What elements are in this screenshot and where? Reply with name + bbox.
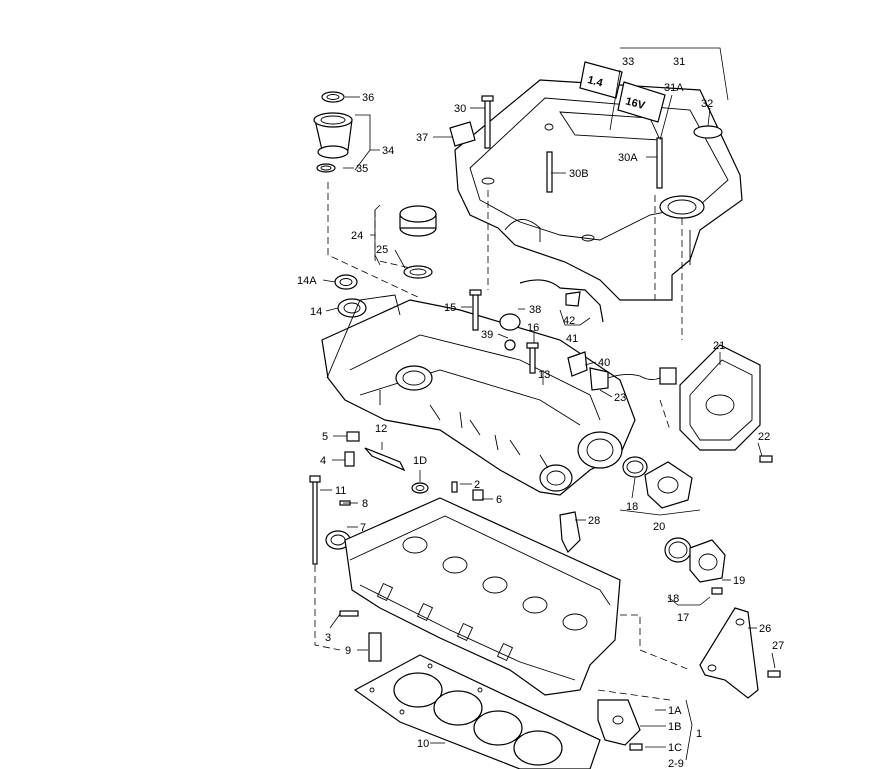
cylinder-head: [344, 497, 641, 746]
callout-33: 33: [622, 56, 634, 68]
cover-small-parts: [449, 95, 723, 193]
callout-24: 24: [351, 230, 363, 242]
callout-22: 22: [758, 431, 770, 443]
callout-6: 6: [496, 494, 502, 506]
oil-filler-cap: [399, 205, 437, 279]
callout-23: 23: [614, 392, 626, 404]
callout-30a: 30A: [618, 152, 638, 164]
callout-28: 28: [588, 515, 600, 527]
callout-20: 20: [653, 521, 665, 533]
cover-embossing-1-4: 1.4: [586, 74, 605, 90]
callout-8: 8: [362, 498, 368, 510]
callout-14a: 14A: [297, 275, 317, 287]
callout-38: 38: [529, 304, 541, 316]
callout-10: 10: [417, 738, 429, 750]
callout-13: 13: [538, 369, 550, 381]
callout-42: 42: [563, 315, 575, 327]
coolant-pipe-seals: [664, 537, 726, 595]
callout-35: 35: [356, 163, 368, 175]
callout-15: 15: [444, 302, 456, 314]
oil-filler-neck: [313, 91, 353, 173]
bracket-26: [699, 607, 781, 699]
callout-39: 39: [481, 329, 493, 341]
callout-1b: 1B: [668, 721, 681, 733]
callout-16: 16: [527, 322, 539, 334]
callout-11: 11: [335, 485, 346, 497]
callout-1d: 1D: [413, 455, 427, 467]
callout-1: 1: [696, 728, 702, 740]
callout-18-lower: 18: [667, 593, 679, 605]
callout-14: 14: [310, 306, 322, 318]
cover-embossing: 1.4 16V: [579, 61, 666, 123]
thermostat-housing-21: [679, 344, 761, 451]
callout-37: 37: [416, 132, 428, 144]
callout-26: 26: [759, 623, 771, 635]
sensor-and-wiring: [499, 279, 677, 391]
callout-27: 27: [772, 640, 784, 652]
camshaft-housing: [321, 294, 636, 496]
callout-18-upper: 18: [626, 501, 638, 513]
callout-9: 9: [345, 645, 351, 657]
callout-4: 4: [320, 455, 326, 467]
callout-25: 25: [376, 244, 388, 256]
callout-5: 5: [322, 431, 328, 443]
head-gasket: [353, 654, 601, 769]
callout-32: 32: [701, 98, 713, 110]
cover-embossing-16v: 16V: [624, 95, 647, 112]
callout-30b: 30B: [569, 168, 589, 180]
callout-31a: 31A: [664, 82, 684, 94]
callout-2-9: 2-9: [668, 758, 684, 769]
callout-17: 17: [677, 612, 689, 624]
callout-labels: 31 33 31A 32 30 37 30A 30B 36 34 35 24 2…: [297, 56, 784, 769]
callout-41: 41: [566, 333, 578, 345]
bolts-and-small-parts: [309, 289, 773, 662]
callout-12: 12: [375, 423, 387, 435]
callout-30: 30: [454, 103, 466, 115]
callout-36: 36: [362, 92, 374, 104]
callout-7: 7: [360, 522, 366, 534]
callout-3: 3: [325, 632, 331, 644]
engine-cover: [454, 79, 743, 301]
coolant-flange-20: [622, 456, 693, 509]
callout-40: 40: [598, 357, 610, 369]
assembly-lines: [314, 182, 691, 701]
seal-rings-14: [334, 274, 367, 318]
callout-19: 19: [733, 575, 745, 587]
callout-34: 34: [382, 145, 394, 157]
callout-2: 2: [474, 479, 480, 491]
callout-31: 31: [673, 56, 685, 68]
callout-1c: 1C: [668, 742, 682, 754]
callout-21: 21: [713, 340, 725, 352]
leader-lines: [320, 47, 776, 761]
callout-1a: 1A: [668, 705, 682, 717]
